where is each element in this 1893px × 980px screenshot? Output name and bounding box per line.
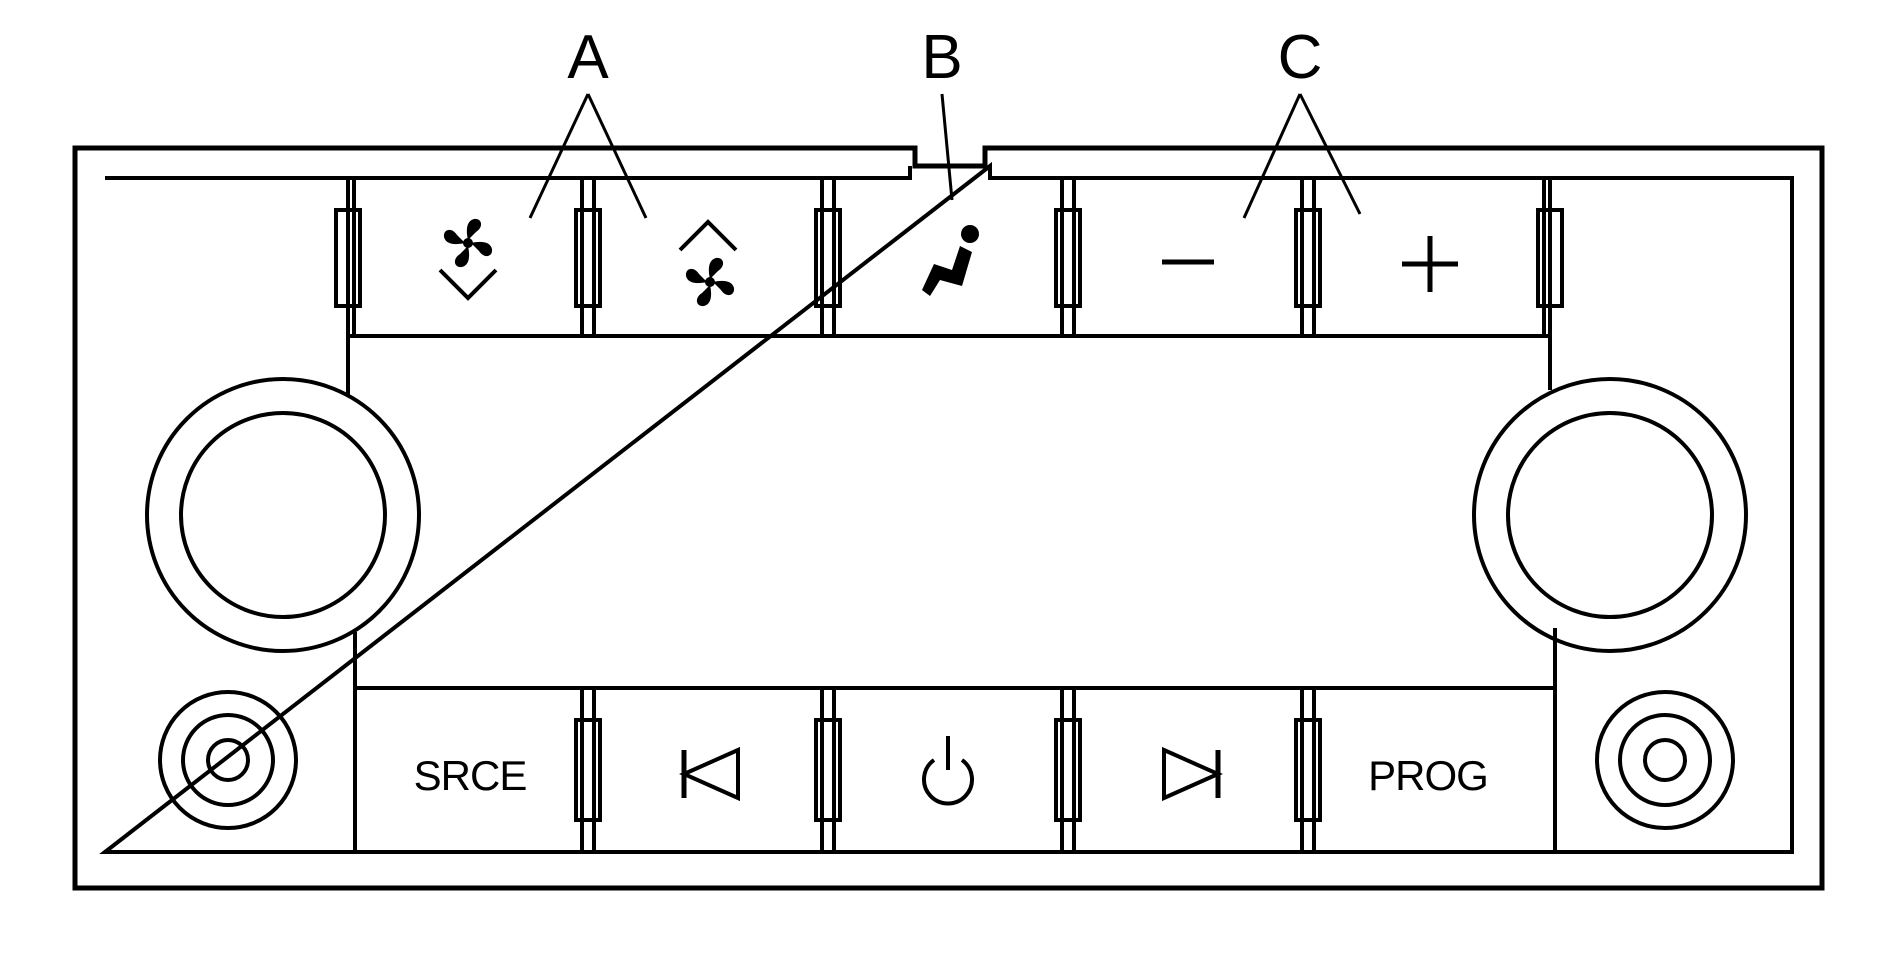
callout-c-label: C <box>1278 23 1323 92</box>
source-button[interactable]: SRCE <box>360 692 576 850</box>
power-icon <box>922 736 974 806</box>
program-button[interactable]: PROG <box>1320 692 1536 850</box>
seek-back-icon <box>679 746 740 802</box>
fan-down-icon <box>438 216 498 301</box>
power-button[interactable] <box>840 692 1056 850</box>
outer-bezel <box>72 145 1825 891</box>
callout-a-label: A <box>567 23 609 92</box>
top-button-row <box>334 176 1564 395</box>
fan-down-button[interactable] <box>360 180 576 334</box>
seek-forward-icon <box>1162 746 1223 802</box>
callout-c: C <box>1242 23 1362 219</box>
callout-a: A <box>528 23 648 219</box>
plus-button[interactable] <box>1320 180 1536 334</box>
seek-back-button[interactable] <box>600 692 816 850</box>
right-knob[interactable] <box>1472 377 1748 653</box>
fan-up-icon <box>678 219 738 309</box>
seek-forward-button[interactable] <box>1080 692 1296 850</box>
program-label: PROG <box>1368 752 1488 799</box>
inner-bezel <box>99 161 1794 854</box>
bottom-button-row <box>353 628 1557 855</box>
seated-person-icon <box>922 225 979 296</box>
minus-button[interactable] <box>1080 180 1296 334</box>
callout-b: B <box>921 23 963 201</box>
callout-b-label: B <box>921 23 962 92</box>
seat-button[interactable] <box>840 180 1056 334</box>
left-headphone-jack <box>158 690 298 830</box>
left-knob[interactable] <box>145 377 421 653</box>
right-headphone-jack <box>1595 690 1735 830</box>
plus-icon <box>1402 236 1458 292</box>
source-label: SRCE <box>414 752 527 799</box>
fan-up-button[interactable] <box>600 180 816 334</box>
